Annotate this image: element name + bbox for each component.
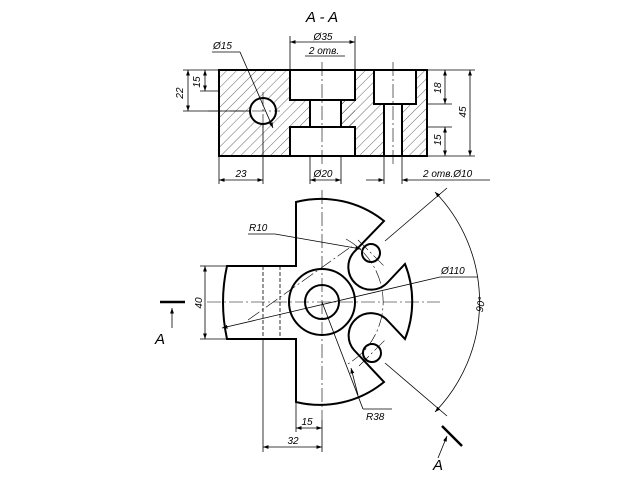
dim-d35: Ø35 2 отв. xyxy=(289,32,356,70)
dim-label-r10: R10 xyxy=(249,223,268,234)
dim-label-23: 23 xyxy=(234,169,247,180)
dim-r10: R10 xyxy=(248,223,362,250)
dim-label-18: 18 xyxy=(433,82,444,94)
dim-label-d15: Ø15 xyxy=(212,41,232,52)
plan-view: R10 Ø110 40 90° 15 xyxy=(154,187,488,474)
dim-label-32: 32 xyxy=(287,436,299,447)
dim-label-d110: Ø110 xyxy=(440,266,465,277)
hole-lower xyxy=(362,343,382,363)
dim-label-r38: R38 xyxy=(366,412,385,423)
plan-outline xyxy=(222,197,414,406)
section-marker-left: A xyxy=(154,300,185,348)
dim-angle-90: 90° xyxy=(384,187,488,417)
section-marker-letter-right: A xyxy=(432,457,443,474)
section-outline xyxy=(218,69,428,157)
dim-label-two-holes-d10: 2 отв.Ø10 xyxy=(422,169,473,180)
dim-bottom-plan: 15 32 xyxy=(262,339,323,452)
dim-r38: R38 xyxy=(321,301,392,423)
section-marker-letter-left: A xyxy=(154,331,165,348)
dim-label-15-right: 15 xyxy=(433,134,444,146)
dim-label-d20: Ø20 xyxy=(313,169,333,180)
dim-label-d35: Ø35 xyxy=(313,32,333,43)
dim-bottom-section: 23 Ø20 2 отв.Ø10 xyxy=(218,124,490,184)
dim-label-45: 45 xyxy=(458,106,469,118)
dim-label-22: 22 xyxy=(175,87,186,100)
dim-label-40: 40 xyxy=(194,297,205,309)
dim-right-vertical: 18 45 15 xyxy=(427,69,475,157)
dim-label-15-left: 15 xyxy=(192,76,203,88)
dim-label-15-plan: 15 xyxy=(301,417,313,428)
dim-d15: Ø15 xyxy=(212,41,274,129)
dim-label-90: 90° xyxy=(475,296,488,313)
dim-left-vertical: 22 15 xyxy=(175,69,250,112)
section-title: A - A xyxy=(305,9,338,26)
hatched-regions xyxy=(219,70,427,156)
dim-40: 40 xyxy=(194,265,227,340)
section-view: Ø35 2 отв. Ø15 22 15 18 xyxy=(175,32,490,184)
section-marker-right: A xyxy=(432,425,463,474)
dim-label-two-holes: 2 отв. xyxy=(308,46,339,57)
dim-d110: Ø110 xyxy=(221,266,478,329)
